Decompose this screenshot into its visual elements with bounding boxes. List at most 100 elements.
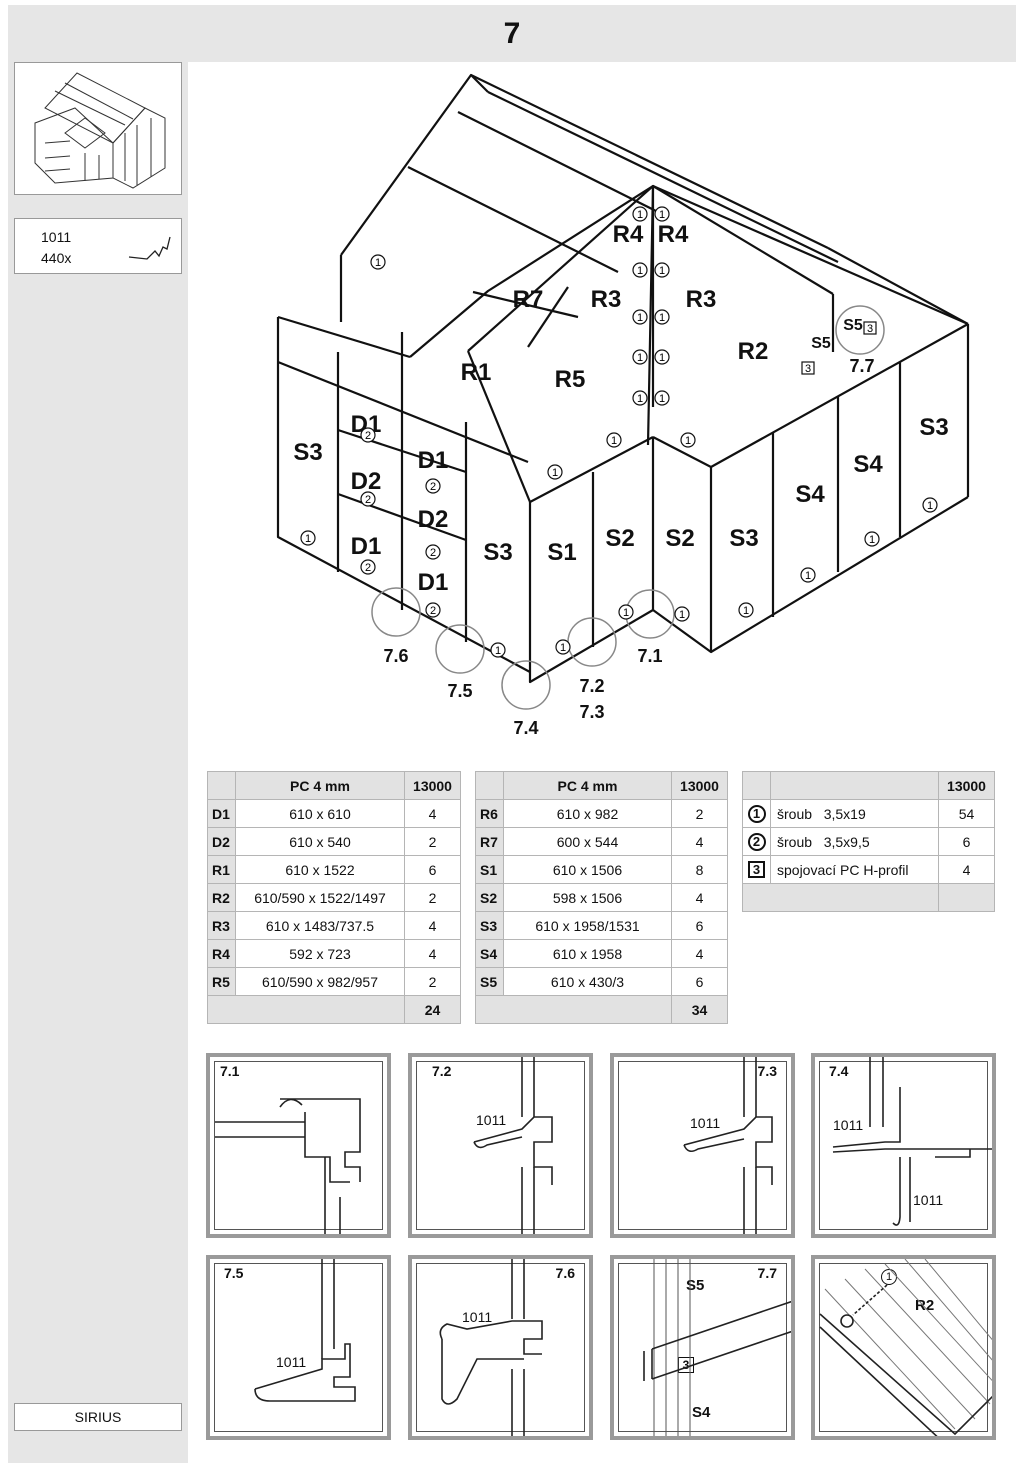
screw-marker-circle — [632, 349, 648, 365]
screw-marker-label: 1 — [560, 642, 566, 654]
small-screw-marker-label: 2 — [430, 605, 436, 617]
detail-7-5: 7.5 1011 — [206, 1255, 391, 1440]
page-number: 7 — [503, 17, 521, 50]
detail-ref: 7.4 — [513, 718, 538, 738]
code-header: 13000 — [671, 771, 728, 800]
panel-label: D1 — [351, 533, 382, 560]
panel-code: R4 — [207, 939, 236, 968]
panel-label: S1 — [547, 539, 576, 566]
panel-qty: 2 — [404, 827, 461, 856]
panel-label: R2 — [738, 338, 769, 365]
screw-marker-circle — [680, 432, 696, 448]
screw-marker-label: 1 — [495, 645, 501, 657]
part-1011-card: 1011 440x — [14, 218, 182, 274]
screw-marker-circle — [618, 604, 634, 620]
panel-size: 610 x 1483/737.5 — [235, 911, 405, 940]
profile-drawing — [473, 1057, 553, 1234]
small-screw-marker-circle — [360, 491, 376, 507]
code-header: 13000 — [938, 771, 995, 800]
material-header: PC 4 mm — [503, 771, 672, 800]
panel-code: S2 — [475, 883, 504, 912]
panel-labels: R4 R4 R7 R3 R3 R2 R1 R5 S5 S5 S3 D1 D1 D… — [293, 221, 948, 596]
panel-qty: 4 — [671, 939, 728, 968]
screw-marker-label: 1 — [659, 352, 665, 364]
panel-qty: 4 — [404, 939, 461, 968]
screw-marker-label: 1 — [305, 533, 311, 545]
screw-marker-circle — [654, 206, 670, 222]
panel-label: S2 — [665, 525, 694, 552]
screw-marker-circle — [606, 432, 622, 448]
small-screw-marker-circle — [360, 559, 376, 575]
screw-marker-circle — [632, 206, 648, 222]
detail-label: 7.1 — [220, 1063, 240, 1079]
panel-size: 600 x 544 — [503, 827, 672, 856]
panel-code: S3 — [475, 911, 504, 940]
profile-drawing — [439, 1259, 543, 1436]
total-qty: 34 — [671, 995, 728, 1024]
panel-size: 610 x 982 — [503, 799, 672, 828]
panel-label: D1 — [418, 569, 449, 596]
small-screw-marker-circle — [425, 478, 441, 494]
detail-ref: 7.7 — [849, 356, 874, 376]
screw-marker-circle — [632, 390, 648, 406]
panel-label: D2 — [351, 468, 382, 495]
screw-marker-label: 1 — [659, 209, 665, 221]
detail-ref: 7.1 — [637, 646, 662, 666]
panel-label: S4 — [795, 481, 825, 508]
screw-marker-label: 1 — [869, 534, 875, 546]
small-screw-marker-label: 2 — [430, 547, 436, 559]
panel-qty: 6 — [671, 967, 728, 996]
hardware-qty: 4 — [938, 855, 995, 884]
panel-label: R4 — [613, 221, 644, 248]
profile-drawing — [643, 1259, 791, 1436]
screw-marker-label: 1 — [743, 605, 749, 617]
panel-qty: 2 — [671, 799, 728, 828]
hardware-size: 3,5x19 — [823, 805, 866, 822]
assembly-diagram: R4 R4 R7 R3 R3 R2 R1 R5 S5 S5 S3 D1 D1 D… — [276, 73, 970, 738]
clip-icon — [128, 236, 171, 260]
hardware-size: 3,5x9,5 — [823, 833, 870, 850]
panel-code: S1 — [475, 855, 504, 884]
hardware-qty: 54 — [938, 799, 995, 828]
detail-ref: 7.5 — [447, 681, 472, 701]
panel-code: R6 — [475, 799, 504, 828]
screw-marker-label: 1 — [927, 500, 933, 512]
panel-label: D2 — [418, 506, 449, 533]
hardware-name: spojovací PC H-profil — [777, 861, 909, 878]
screw-marker-circle — [632, 309, 648, 325]
panel-code: R7 — [475, 827, 504, 856]
hardware-icon: 2 — [747, 832, 766, 851]
part-callout: 1011 — [913, 1192, 944, 1208]
detail-label: 7.5 — [224, 1265, 244, 1281]
roof-corner-drawing — [819, 1259, 992, 1436]
panel-size: 610/590 x 1522/1497 — [235, 883, 405, 912]
screw-marker-circle — [864, 531, 880, 547]
detail-7-1: 7.1 — [206, 1053, 391, 1238]
screw-marker-label: 1 — [375, 257, 381, 269]
small-screw-marker-label: 2 — [365, 562, 371, 574]
detail-7-2: 7.2 1011 — [408, 1053, 593, 1238]
panel-code: R2 — [207, 883, 236, 912]
total-row: 34 — [475, 995, 728, 1024]
screw-marker-circle — [654, 349, 670, 365]
screw-marker-circle — [738, 602, 754, 618]
panel-code: D1 — [207, 799, 236, 828]
detail-r2-screw: R2 1 — [811, 1255, 996, 1440]
panel-label: R5 — [555, 366, 586, 393]
code-header: 13000 — [404, 771, 461, 800]
panel-label: S3 — [293, 439, 322, 466]
detail-ref: 7.3 — [579, 702, 604, 722]
screw-marker-circle — [800, 567, 816, 583]
